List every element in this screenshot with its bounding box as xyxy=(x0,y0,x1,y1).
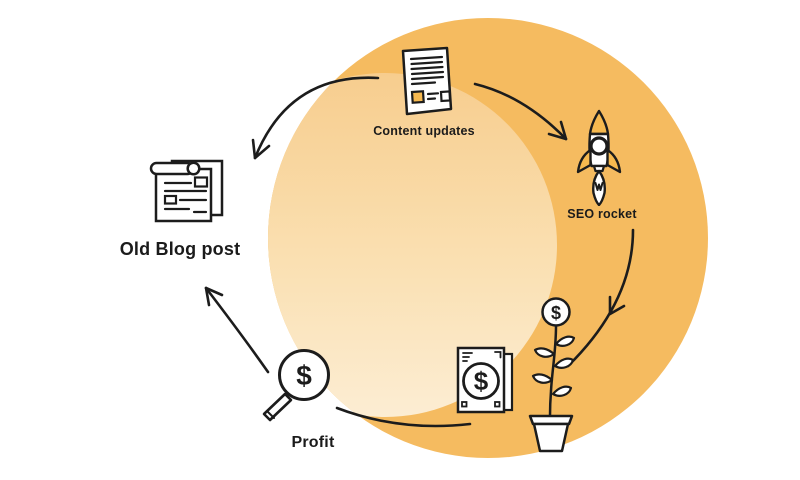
seo-rocket-label: SEO rocket xyxy=(567,207,637,221)
old-blog-post-label: Old Blog post xyxy=(119,239,241,259)
blog-post-icon xyxy=(146,156,228,233)
banknote-dollar-sign: $ xyxy=(474,366,489,396)
rocket-icon xyxy=(570,108,628,211)
profit-label: Profit xyxy=(291,434,335,451)
content-updates-label: Content updates xyxy=(373,124,475,138)
banknotes-icon: $ xyxy=(452,342,518,427)
money-plant-icon: $ xyxy=(510,296,582,459)
magnifier-dollar-icon: $ xyxy=(254,346,332,431)
plant-dollar-sign: $ xyxy=(551,303,561,323)
profit-dollar-sign: $ xyxy=(296,360,312,391)
document-icon xyxy=(390,44,462,123)
